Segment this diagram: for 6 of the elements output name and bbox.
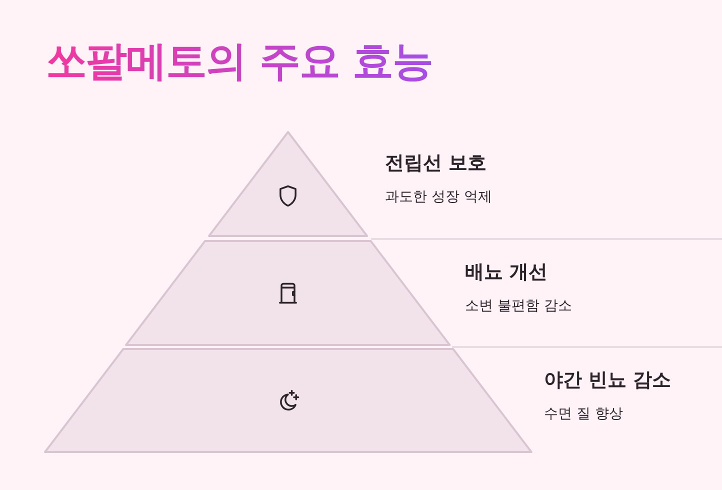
- tier-description: 과도한 성장 억제: [384, 188, 492, 206]
- tier-heading: 야간 빈뇨 감소: [544, 368, 672, 393]
- tier-heading: 전립선 보호: [384, 151, 487, 176]
- tier-description: 소변 불편함 감소: [464, 297, 572, 315]
- tier-description: 수면 질 향상: [544, 405, 623, 423]
- tier-heading: 배뇨 개선: [464, 260, 548, 285]
